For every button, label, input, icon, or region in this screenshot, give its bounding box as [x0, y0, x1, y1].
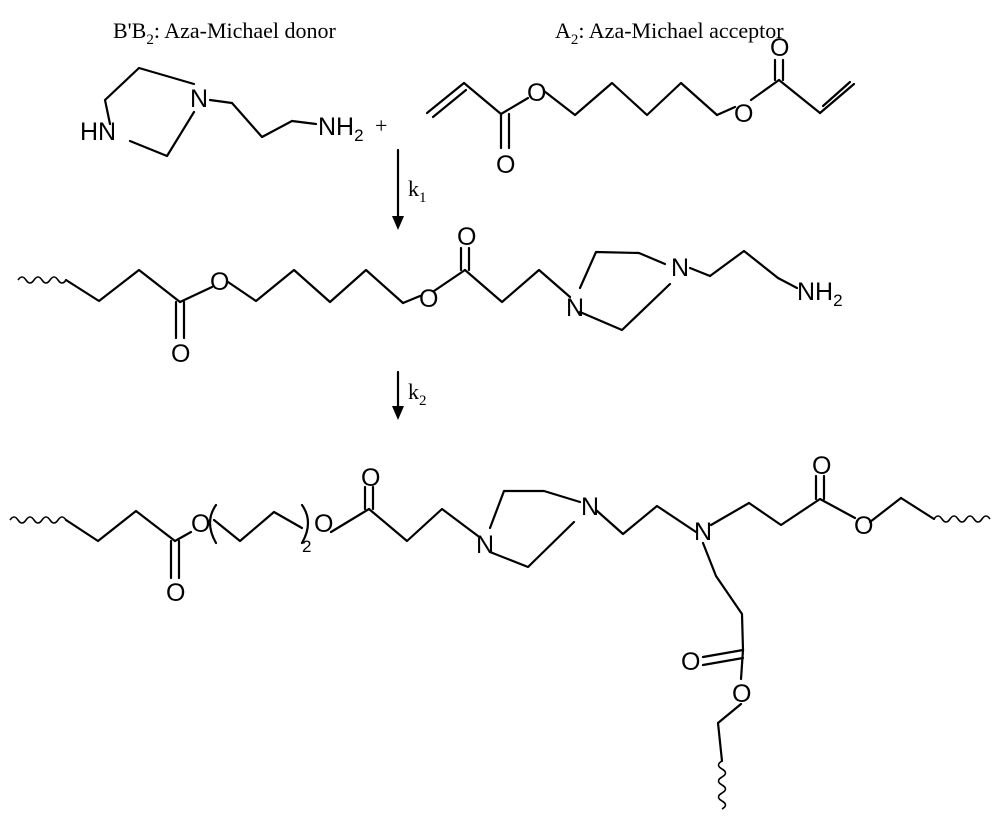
- donor-label: B'B2: Aza-Michael donor: [113, 18, 337, 48]
- plus-sign: +: [375, 113, 387, 138]
- atom-n: N: [190, 85, 208, 113]
- atom-o: O: [419, 285, 438, 313]
- atom-o: O: [527, 79, 546, 107]
- rate-constant-k1: k1: [408, 176, 427, 206]
- atom-n: N: [476, 531, 494, 559]
- atom-o: O: [166, 579, 185, 607]
- atom-n: N: [694, 518, 712, 546]
- rate-constant-k2: k2: [408, 379, 427, 409]
- atom-o: O: [734, 100, 753, 128]
- atom-n: N: [566, 294, 584, 322]
- atom-o: O: [210, 268, 229, 296]
- atom-o: O: [191, 510, 210, 538]
- atom-n: N: [671, 254, 689, 282]
- atom-o: O: [171, 340, 190, 368]
- atom-o: O: [812, 452, 831, 480]
- repeat-count: 2: [302, 537, 311, 556]
- arrow-k1: k1: [392, 148, 427, 230]
- atom-hn: HN: [80, 118, 116, 146]
- atom-nh2: NH2: [797, 278, 843, 310]
- intermediate-molecule: O O O O N N NH2: [17, 223, 843, 368]
- atom-o: O: [854, 512, 873, 540]
- acceptor-molecule: O O O O: [425, 34, 856, 179]
- atom-o: O: [361, 464, 380, 492]
- atom-o: O: [770, 34, 789, 62]
- atom-n: N: [581, 493, 599, 521]
- atom-nh2: NH2: [318, 113, 364, 145]
- atom-o: O: [314, 510, 333, 538]
- atom-o: O: [496, 151, 515, 179]
- atom-o: O: [457, 223, 476, 251]
- arrow-k2: k2: [392, 370, 427, 420]
- product-molecule: O O 2 O O N N N O O O O: [9, 452, 991, 810]
- atom-o: O: [681, 648, 700, 676]
- atom-o: O: [732, 680, 751, 708]
- donor-molecule: N HN NH2: [80, 66, 364, 158]
- acceptor-label: A2: Aza-Michael acceptor: [555, 18, 784, 48]
